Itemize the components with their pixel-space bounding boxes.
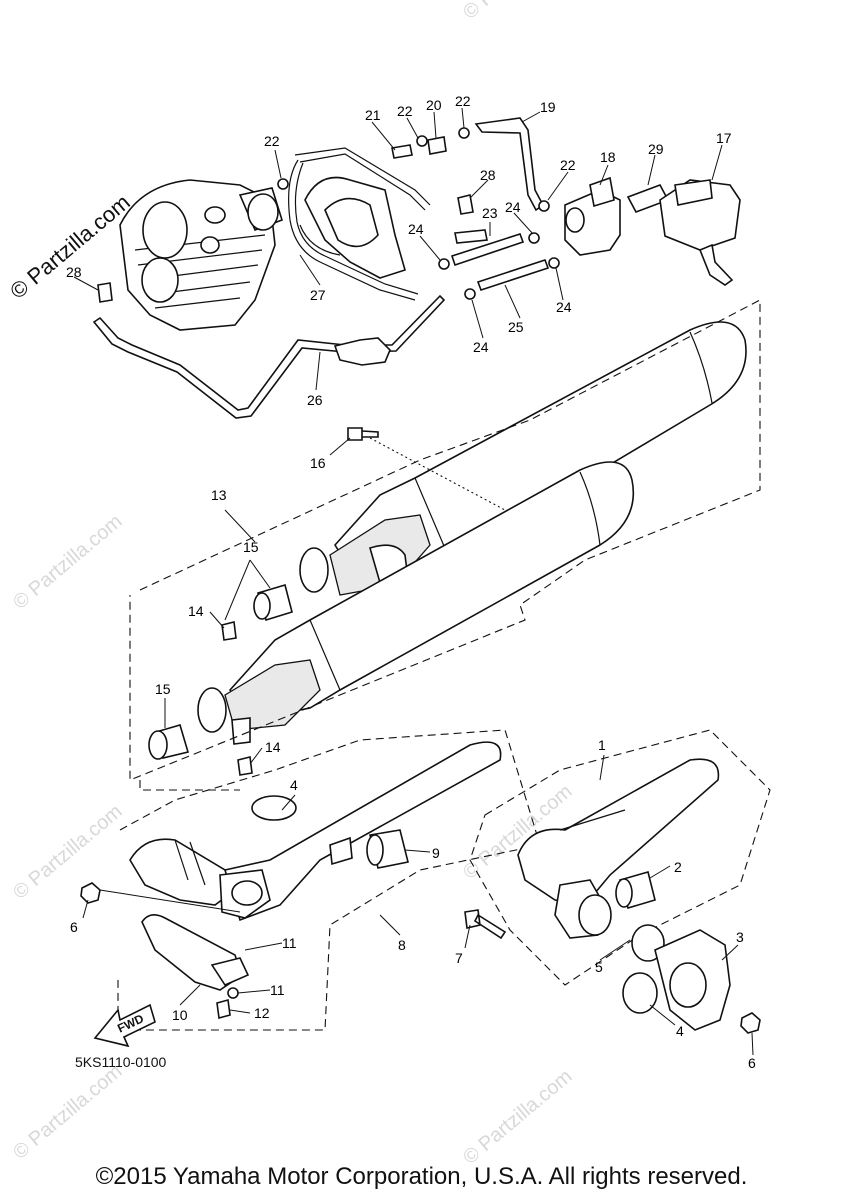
callout-2: 2 xyxy=(674,859,682,875)
callout-24: 24 xyxy=(408,221,424,237)
callout-17: 17 xyxy=(716,130,732,146)
callout-5: 5 xyxy=(595,959,603,975)
callout-20: 20 xyxy=(426,97,442,113)
callout-numbers: 21 22 20 22 19 22 22 18 29 17 28 23 24 2… xyxy=(66,93,756,1071)
callout-28: 28 xyxy=(480,167,496,183)
nut-6-rear xyxy=(740,1012,761,1034)
callout-8: 8 xyxy=(398,937,406,953)
engine-bracket xyxy=(299,176,406,279)
bolt-16 xyxy=(347,427,379,441)
bracket-11 xyxy=(210,957,250,987)
clamp-24 xyxy=(548,257,560,269)
callout-22: 22 xyxy=(397,103,413,119)
callout-15: 15 xyxy=(243,539,259,555)
callout-3: 3 xyxy=(736,929,744,945)
callout-6: 6 xyxy=(70,919,78,935)
watermark-text: © Partzilla.com xyxy=(9,510,126,613)
callout-21: 21 xyxy=(365,107,381,123)
washer-11 xyxy=(227,987,239,999)
engine-assembly xyxy=(119,179,283,331)
callout-11: 11 xyxy=(270,982,285,998)
hose-19 xyxy=(474,117,545,212)
callout-25: 25 xyxy=(508,319,524,335)
gasket-4-rear xyxy=(622,972,658,1014)
callout-23: 23 xyxy=(482,205,498,221)
hose-21 xyxy=(391,144,413,159)
callout-7: 7 xyxy=(455,950,463,966)
bracket-26 xyxy=(333,337,391,366)
callout-15: 15 xyxy=(155,681,171,697)
gasket-4-front xyxy=(251,795,297,821)
clamp-22 xyxy=(458,127,470,139)
boundary-13 xyxy=(129,299,761,781)
clamp-24 xyxy=(438,258,450,270)
fitting-20 xyxy=(427,136,447,155)
watermark-text: © Partzilla.com xyxy=(9,800,126,903)
callout-16: 16 xyxy=(310,455,326,471)
callout-22: 22 xyxy=(560,157,576,173)
bolt-12 xyxy=(216,998,231,1020)
exhaust-pipe-front xyxy=(129,741,502,922)
callout-27: 27 xyxy=(310,287,326,303)
callout-1: 1 xyxy=(598,737,606,753)
boundary-1 xyxy=(469,729,771,986)
clamp-24 xyxy=(528,232,540,244)
callout-28: 28 xyxy=(66,264,82,280)
callout-6: 6 xyxy=(748,1055,756,1071)
watermark-main: © Partzilla.com xyxy=(5,189,135,303)
callout-22: 22 xyxy=(264,133,280,149)
callout-18: 18 xyxy=(600,149,616,165)
callout-24: 24 xyxy=(556,299,572,315)
callout-14: 14 xyxy=(188,603,204,619)
forward-arrow-icon: FWD xyxy=(93,1003,156,1048)
copyright-text: ©2015 Yamaha Motor Corporation, U.S.A. A… xyxy=(95,1163,748,1190)
bolt-7 xyxy=(464,909,507,940)
callout-9: 9 xyxy=(432,845,440,861)
diagram-code: 5KS1110-0100 xyxy=(75,1054,167,1070)
hose-25 xyxy=(476,259,550,291)
clamp-22 xyxy=(538,200,550,212)
watermark-text: © Partzilla.com xyxy=(459,1065,576,1168)
callout-14: 14 xyxy=(265,739,281,755)
clamp-22 xyxy=(416,135,428,147)
cap-28-right xyxy=(457,194,474,215)
hose-27 xyxy=(288,147,431,301)
callout-4: 4 xyxy=(676,1023,684,1039)
clamp-22 xyxy=(277,178,289,190)
callout-19: 19 xyxy=(540,99,556,115)
callout-26: 26 xyxy=(307,392,323,408)
callout-12: 12 xyxy=(254,1005,270,1021)
bolt-14-lower xyxy=(237,756,253,776)
callout-10: 10 xyxy=(172,1007,188,1023)
cap-28-left xyxy=(97,282,113,303)
hose-26 xyxy=(92,294,446,419)
muffler-mount-line xyxy=(369,437,506,511)
boundary-13-lower xyxy=(139,780,240,791)
callout-11: 11 xyxy=(282,935,297,951)
callout-13: 13 xyxy=(211,487,227,503)
exhaust-pipe-rear xyxy=(517,758,720,939)
leader-lines xyxy=(73,107,754,1056)
callout-22: 22 xyxy=(455,93,471,109)
nut-6-front xyxy=(80,882,101,904)
callout-4: 4 xyxy=(290,777,298,793)
callout-24: 24 xyxy=(505,199,521,215)
bolt-14-upper xyxy=(221,621,237,641)
callout-24: 24 xyxy=(473,339,489,355)
callout-29: 29 xyxy=(648,141,664,157)
fitting-28-tee xyxy=(454,229,488,244)
watermark-text: © Partzilla.com xyxy=(9,1060,126,1163)
watermark-text: © Partzilla.com xyxy=(459,0,576,24)
hose-23 xyxy=(450,233,525,267)
clamp-24 xyxy=(464,288,476,300)
